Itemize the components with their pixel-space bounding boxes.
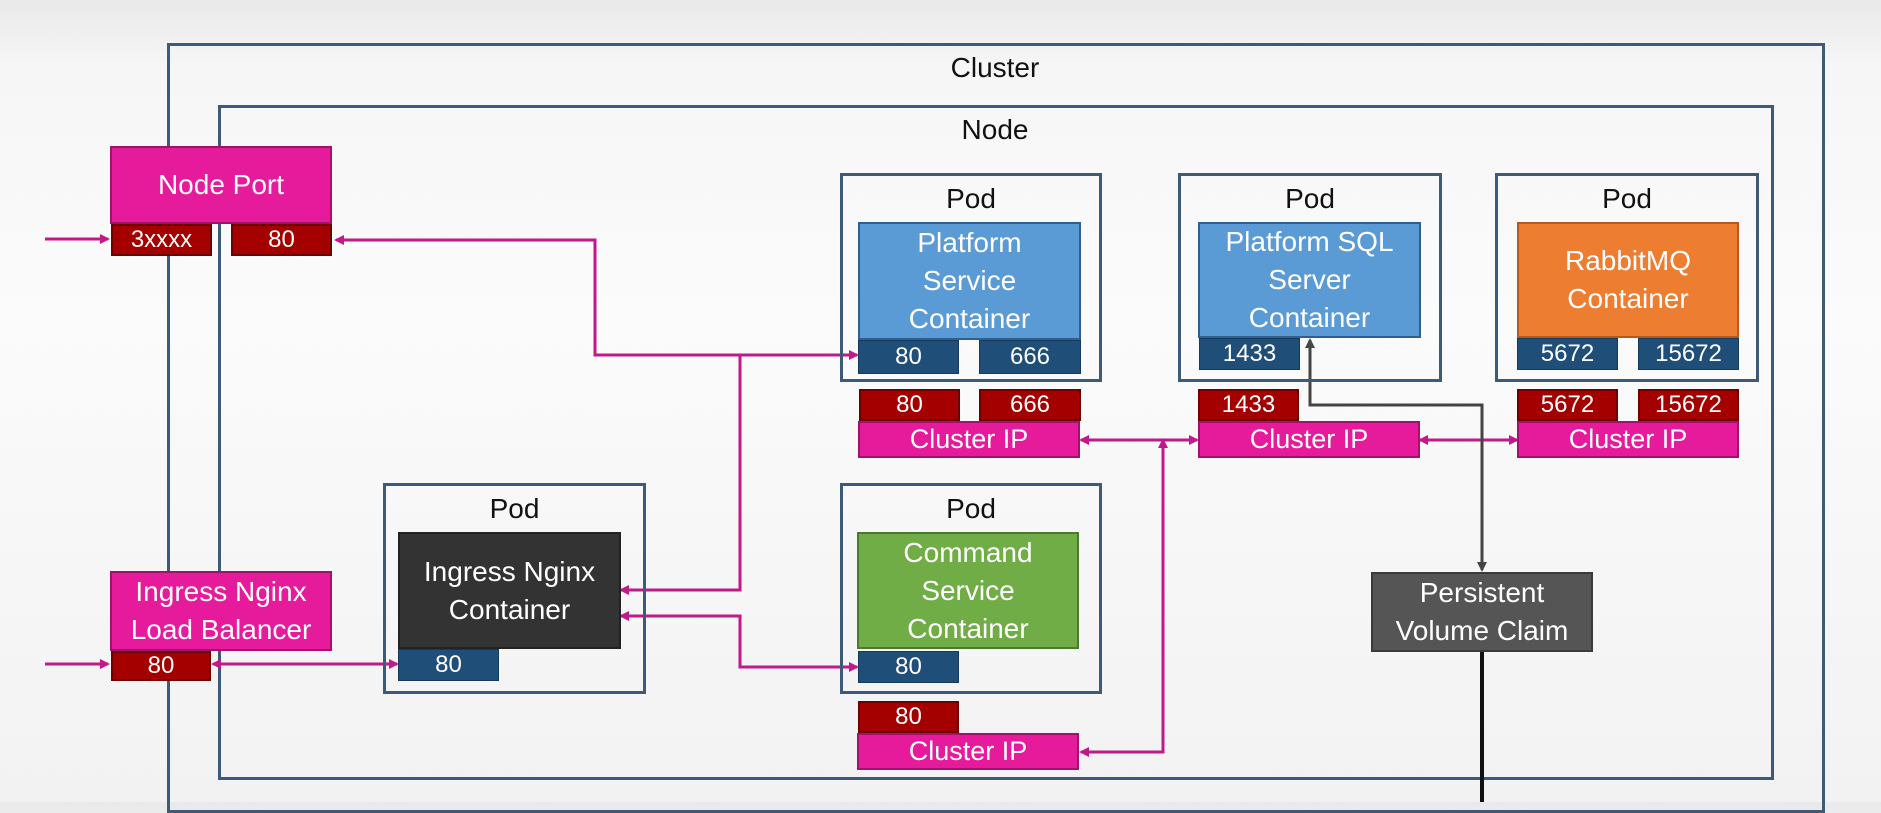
- command-service-line3: Container: [907, 612, 1029, 644]
- platform-service-line1: Platform: [917, 227, 1022, 258]
- ingress-lb-box: Ingress Nginx Load Balancer: [110, 571, 332, 651]
- pod-rabbitmq: [1495, 173, 1759, 382]
- ingress-nginx-port-80: 80: [398, 649, 499, 681]
- ingress-nginx-line2: Container: [448, 593, 571, 625]
- sql-to-pvc: [1305, 338, 1487, 572]
- pod-platform-sql-title: Pod: [1285, 183, 1335, 214]
- node-frame: [218, 105, 1774, 780]
- pvc-line2: Volume Claim: [1395, 615, 1569, 646]
- persistent-volume-claim: Persistent Volume Claim: [1371, 572, 1593, 652]
- command-cluster-ip: Cluster IP: [857, 733, 1079, 770]
- platform-service-line2: Service: [922, 265, 1017, 296]
- nodeport-to-platform: [334, 235, 859, 360]
- pod-rabbitmq-title: Pod: [1602, 183, 1652, 214]
- rabbitmq-port-5672: 5672: [1517, 338, 1618, 370]
- platform-sql-line1: Platform SQL: [1225, 226, 1394, 257]
- rabbitmq-cluster-port-5672: 5672: [1517, 389, 1618, 421]
- node-port-label: Node Port: [157, 169, 285, 200]
- ingress-lb-port: 80: [111, 651, 211, 681]
- command-service-line1: Command: [903, 536, 1033, 568]
- ingress-lb-line1: Ingress Nginx: [135, 576, 307, 607]
- pod-platform-service: [840, 173, 1102, 382]
- ingress-to-platform: [619, 355, 742, 595]
- rabbitmq-port-15672: 15672: [1638, 338, 1739, 370]
- pod-ingress-nginx: [383, 483, 646, 694]
- node-port-internal: 80: [231, 224, 332, 256]
- pvc-line1: Persistent: [1419, 577, 1545, 608]
- sql-cluster-port-1433: 1433: [1198, 389, 1299, 421]
- platform-sql-line3: Container: [1248, 302, 1371, 333]
- platform-cluster-port-666: 666: [979, 389, 1081, 421]
- command-cluster-port-80: 80: [858, 701, 959, 733]
- command-service-line2: Service: [921, 574, 1015, 606]
- pod-command-service: [840, 483, 1102, 694]
- command-service-container: Command Service Container: [857, 532, 1079, 649]
- platform-service-line3: Container: [908, 303, 1031, 334]
- ingress-to-command: [619, 611, 859, 672]
- rabbitmq-line1: RabbitMQ: [1564, 245, 1692, 276]
- rabbitmq-line2: Container: [1567, 283, 1689, 314]
- pod-command-service-title: Pod: [946, 493, 996, 524]
- platform-sql-container: Platform SQL Server Container: [1198, 222, 1421, 338]
- node-port-external: 3xxxx: [111, 224, 212, 256]
- platform-service-container: Platform Service Container: [858, 222, 1081, 340]
- pod-ingress-nginx-title: Pod: [489, 493, 540, 524]
- node-port-box: Node Port: [110, 146, 332, 224]
- platform-sql-port-1433: 1433: [1199, 338, 1300, 370]
- platform-sql-line2: Server: [1268, 264, 1351, 295]
- rabbitmq-cluster-ip: Cluster IP: [1517, 421, 1739, 458]
- node-title: Node: [961, 114, 1029, 145]
- platform-cluster-ip: Cluster IP: [858, 421, 1080, 458]
- command-service-port-80: 80: [858, 651, 959, 683]
- sql-cluster-ip: Cluster IP: [1198, 421, 1420, 458]
- rabbitmq-cluster-port-15672: 15672: [1638, 389, 1739, 421]
- rabbitmq-container: RabbitMQ Container: [1517, 222, 1739, 338]
- ingress-lb-line2: Load Balancer: [130, 614, 312, 645]
- command-ip-link: [1079, 438, 1168, 757]
- pod-platform-service-title: Pod: [946, 183, 996, 214]
- platform-cluster-port-80: 80: [859, 389, 960, 421]
- platform-service-port-666: 666: [979, 340, 1081, 374]
- ingress-nginx-line1: Ingress Nginx: [423, 555, 596, 587]
- platform-service-port-80: 80: [858, 340, 959, 374]
- pod-platform-sql: [1178, 173, 1442, 382]
- cluster-title: Cluster: [950, 52, 1040, 83]
- ingress-nginx-container: Ingress Nginx Container: [398, 532, 621, 649]
